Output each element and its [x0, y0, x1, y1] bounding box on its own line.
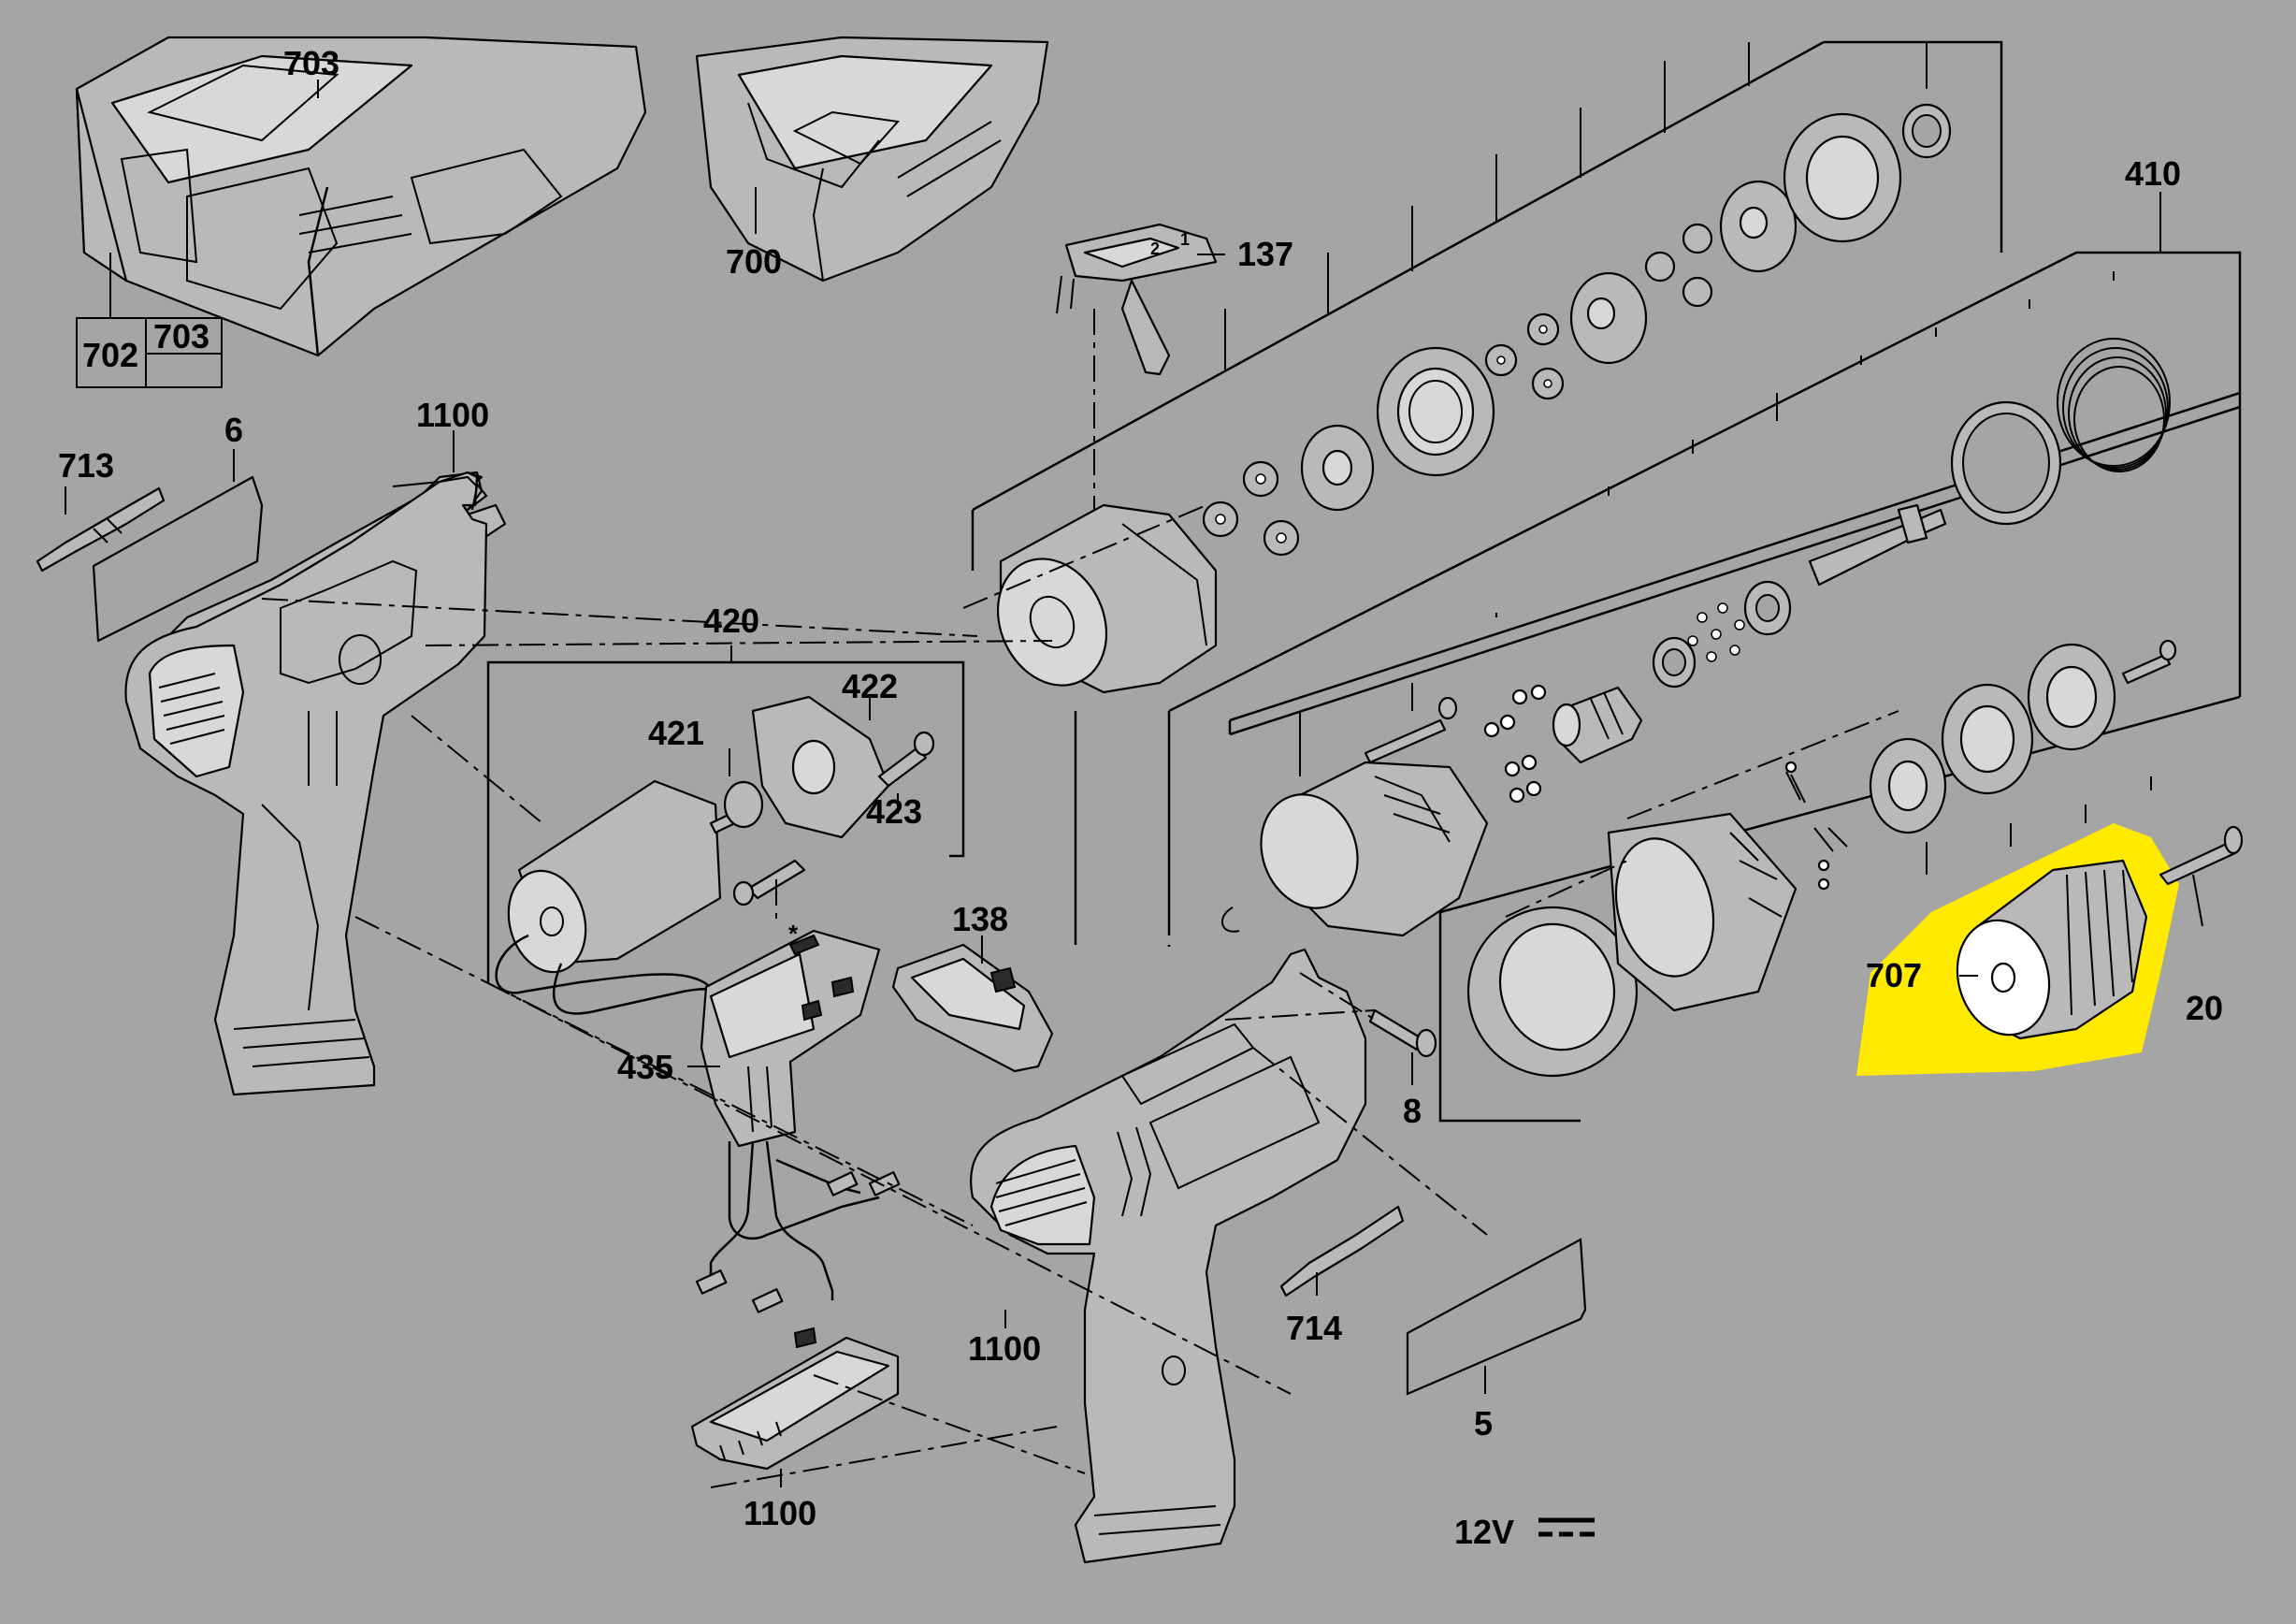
label-1100-top: 1100 [416, 396, 489, 434]
svg-text:*: * [788, 920, 799, 948]
spindle[interactable] [1808, 503, 1947, 587]
housing-half-left-1100[interactable] [124, 471, 507, 1096]
label-703-top: 703 [283, 44, 339, 82]
clutch-housing[interactable] [1246, 761, 1489, 937]
motor-group-bracket-420 [486, 645, 965, 982]
clutch-sleeve[interactable] [1552, 686, 1643, 764]
screw-gearbox[interactable] [1364, 696, 1458, 764]
switch-wires [709, 1140, 880, 1300]
label-1100-bot: 1100 [744, 1494, 816, 1532]
screw-motor[interactable] [732, 859, 806, 906]
svg-text:1: 1 [1180, 230, 1190, 249]
clutch-leaders [1299, 271, 2152, 875]
label-1100-mid: 1100 [968, 1329, 1041, 1368]
dc-symbol-icon [1538, 1517, 1595, 1537]
ball-ring[interactable] [1687, 602, 1745, 662]
label-423: 423 [866, 792, 922, 831]
label-sticker-6[interactable] [92, 475, 264, 643]
sun-gear-carrier[interactable] [1569, 271, 1648, 365]
gearbox-leaders [1224, 42, 1928, 370]
label-713: 713 [58, 446, 114, 485]
parts-table-702-703 [76, 317, 223, 388]
planet-gear-set-3[interactable] [1644, 223, 1713, 308]
svg-text:2: 2 [1150, 239, 1160, 258]
planet-gear-set-1[interactable] [1202, 460, 1300, 557]
retaining-clip[interactable] [1221, 906, 1240, 933]
screw-20[interactable] [2159, 825, 2244, 886]
screw-423[interactable] [877, 731, 935, 788]
label-702: 702 [82, 336, 138, 374]
planet-gear-set-2[interactable] [1484, 312, 1565, 400]
label-707: 707 [1866, 956, 1922, 994]
clutch-plate-1[interactable] [1941, 683, 2034, 795]
battery-latch-138[interactable] [891, 943, 1054, 1073]
label-435: 435 [617, 1048, 673, 1086]
battery-cover-1100[interactable] [690, 1327, 900, 1471]
ring-gear[interactable] [1376, 346, 1495, 477]
pinion-421[interactable] [723, 780, 764, 829]
label-138: 138 [952, 900, 1008, 938]
clutch-ring-large[interactable] [1601, 812, 1798, 1012]
screwdriver-bit-714[interactable] [1279, 1205, 1405, 1298]
label-sticker-5[interactable] [1406, 1238, 1587, 1396]
clutch-ring[interactable] [1783, 112, 1902, 243]
connector-a[interactable] [695, 1171, 901, 1313]
washer-top[interactable] [1901, 103, 1952, 159]
output-carrier[interactable] [1719, 180, 1798, 273]
gearbox-band [1228, 391, 2241, 736]
label-8: 8 [1403, 1092, 1422, 1130]
clutch-plate-2[interactable] [2027, 643, 2116, 751]
motor[interactable] [498, 779, 741, 980]
label-5: 5 [1474, 1404, 1493, 1443]
label-20: 20 [2186, 989, 2223, 1027]
small-washer[interactable] [1652, 636, 1697, 689]
clutch-spring[interactable] [2057, 338, 2171, 472]
gearbox-exploded-group [971, 40, 2003, 571]
housing-half-right-1100[interactable] [970, 948, 1367, 1564]
voltage-label: 12V [1454, 1513, 1514, 1551]
adjusting-ring[interactable] [1869, 737, 1947, 834]
part-labels: 703 700 137 702 703 410 713 6 1100 420 4… [58, 44, 2223, 1551]
clutch-collar[interactable] [1445, 884, 1661, 1100]
clutch-balls[interactable] [1483, 684, 1547, 804]
motor-plate-422[interactable] [751, 695, 890, 839]
detent-springs[interactable] [1784, 761, 1848, 891]
spindle-washer[interactable] [1743, 580, 1792, 636]
label-422: 422 [842, 667, 898, 705]
label-714: 714 [1286, 1309, 1342, 1347]
clutch-washer-large[interactable] [1950, 400, 2062, 526]
clutch-exploded-group-410 [1074, 192, 2242, 1123]
trigger-switch-435[interactable] [700, 929, 881, 1148]
case-left[interactable] [75, 36, 647, 357]
screw-8[interactable] [1368, 1008, 1437, 1058]
screwdriver-bit-713[interactable] [36, 486, 166, 573]
label-421: 421 [648, 714, 704, 752]
gear-selector-137[interactable]: 2 1 [1056, 223, 1218, 376]
keyless-chuck-707[interactable] [1945, 859, 2148, 1045]
assembly-centerlines [261, 504, 1899, 1488]
gearbox-housing[interactable] [978, 503, 1218, 703]
label-137: 137 [1237, 235, 1293, 273]
label-410: 410 [2125, 154, 2181, 193]
planet-carrier-1[interactable] [1300, 424, 1375, 512]
case-right[interactable] [695, 36, 1049, 283]
label-420: 420 [703, 602, 759, 640]
label-6: 6 [224, 411, 243, 449]
label-703-box: 703 [153, 317, 209, 355]
label-700: 700 [726, 242, 782, 281]
screw-clutch[interactable] [2121, 639, 2177, 685]
